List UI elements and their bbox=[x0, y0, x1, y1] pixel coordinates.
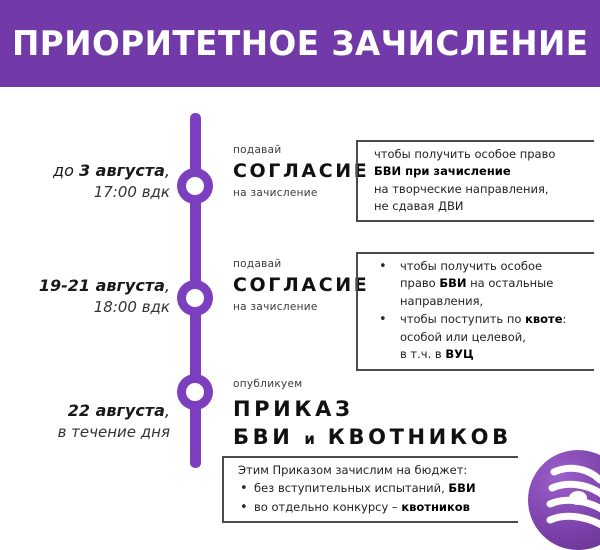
list-item: без вступительных испытаний, БВИ bbox=[238, 479, 518, 499]
date-time-row-2: 18:00 вдк bbox=[93, 297, 170, 316]
note-line: направления, bbox=[400, 293, 484, 308]
note-bullet-list-row-2: чтобы получить особое право БВИ на остал… bbox=[372, 257, 594, 364]
action-post-row-1: на зачисление bbox=[233, 187, 318, 199]
action-main-row-1: СОГЛАСИЕ bbox=[233, 160, 370, 182]
order-line-1: ПРИКАЗ bbox=[233, 397, 354, 421]
note-line: право БВИ на остальные bbox=[400, 276, 554, 291]
action-pre-row-1: подавай bbox=[233, 144, 282, 156]
note-line: особой или целевой, bbox=[400, 329, 526, 344]
order-line-2: БВИ и КВОТНИКОВ bbox=[233, 424, 512, 449]
action-block-row-2: подавай СОГЛАСИЕ на зачисление bbox=[233, 258, 370, 313]
note-line: в т.ч. в ВУЦ bbox=[400, 347, 474, 362]
date-main-row-1: до 3 августа, bbox=[53, 161, 170, 180]
order-block-row-3: опубликуем ПРИКАЗ БВИ и КВОТНИКОВ bbox=[233, 378, 563, 452]
note-line: БВИ при зачисление bbox=[374, 164, 511, 179]
date-label-row-3: 22 августа, в течение дня bbox=[0, 400, 170, 442]
note-line: чтобы получить особое право bbox=[374, 147, 556, 161]
emblem-glyph-icon bbox=[546, 464, 600, 529]
note-line: чтобы получить особое bbox=[400, 259, 543, 273]
note-bracket-bottom: Этим Приказом зачислим на бюджет: без вс… bbox=[222, 456, 518, 524]
header-banner: ПРИОРИТЕТНОЕ ЗАЧИСЛЕНИЕ bbox=[0, 0, 600, 87]
action-pre-row-2: подавай bbox=[233, 258, 282, 270]
note-text-row-1: чтобы получить особое право БВИ при зачи… bbox=[358, 142, 594, 220]
action-post-row-2: на зачисление bbox=[233, 301, 318, 313]
note-line: не сдавая ДВИ bbox=[374, 199, 464, 214]
action-main-row-2: СОГЛАСИЕ bbox=[233, 274, 370, 296]
date-main-row-2: 19-21 августа, bbox=[38, 276, 170, 295]
note-text-row-2: чтобы получить особое право БВИ на остал… bbox=[358, 254, 594, 369]
list-item: во отдельно конкурсу – квотников bbox=[238, 498, 518, 518]
note-line: на творческие направления, bbox=[374, 181, 549, 196]
note-text-bottom: Этим Приказом зачислим на бюджет: без вс… bbox=[224, 458, 518, 521]
timeline-node-3 bbox=[177, 374, 213, 410]
note-bullet-list-bottom: без вступительных испытаний, БВИ во отде… bbox=[238, 479, 518, 518]
timeline-node-2 bbox=[177, 280, 213, 316]
date-main-row-3: 22 августа, bbox=[67, 401, 170, 420]
note-lead: Этим Приказом зачислим на бюджет: bbox=[238, 463, 468, 477]
note-line: чтобы поступить по квоте: bbox=[400, 312, 567, 327]
order-pre-row-3: опубликуем bbox=[233, 378, 303, 390]
timeline-node-1 bbox=[177, 168, 213, 204]
date-time-row-1: 17:00 вдк bbox=[93, 182, 170, 201]
page-title: ПРИОРИТЕТНОЕ ЗАЧИСЛЕНИЕ bbox=[11, 23, 589, 64]
note-bracket-row-2: чтобы получить особое право БВИ на остал… bbox=[356, 252, 594, 371]
date-label-row-2: 19-21 августа, 18:00 вдк bbox=[0, 275, 170, 317]
action-block-row-1: подавай СОГЛАСИЕ на зачисление bbox=[233, 144, 370, 199]
university-emblem-icon bbox=[528, 450, 600, 550]
note-bracket-row-1: чтобы получить особое право БВИ при зачи… bbox=[356, 140, 594, 222]
list-item: чтобы поступить по квоте: особой или цел… bbox=[372, 310, 594, 363]
date-time-row-3: в течение дня bbox=[57, 422, 170, 441]
list-item: чтобы получить особое право БВИ на остал… bbox=[372, 257, 594, 310]
order-conjunction: и bbox=[304, 429, 317, 448]
date-label-row-1: до 3 августа, 17:00 вдк bbox=[0, 160, 170, 202]
